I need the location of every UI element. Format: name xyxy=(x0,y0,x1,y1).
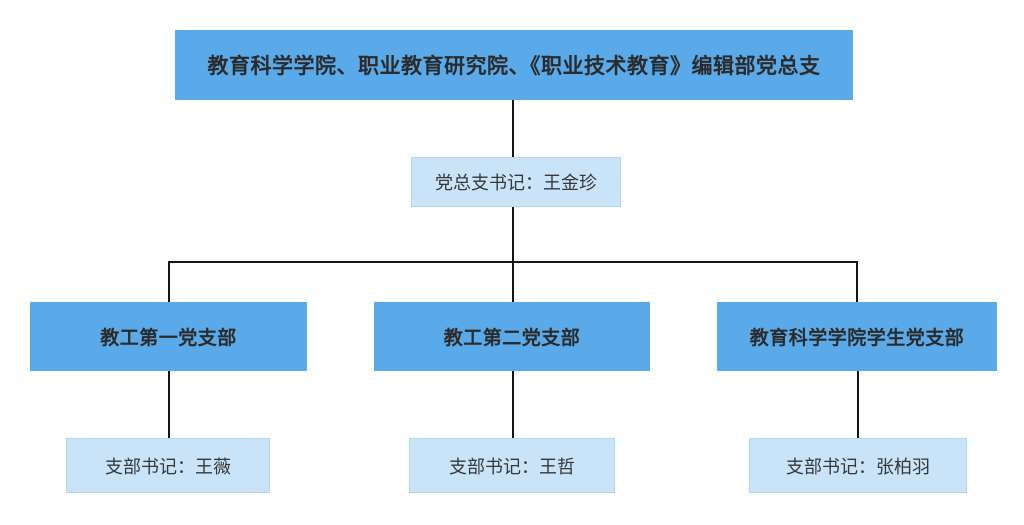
connector-branch-1-to-secretary xyxy=(168,371,170,438)
connector-secretary-to-rail xyxy=(512,207,514,302)
connector-branch-3-to-secretary xyxy=(857,371,859,438)
root-committee-box: 教育科学学院、职业教育研究院、《职业技术教育》编辑部党总支 xyxy=(175,30,853,100)
root-secretary-box: 党总支书记：王金珍 xyxy=(411,157,621,207)
connector-root-to-secretary xyxy=(512,100,514,157)
branch-secretary-box-1: 支部书记：王薇 xyxy=(66,438,270,493)
connector-rail-to-branch-3 xyxy=(856,261,858,302)
branch-box-faculty-first: 教工第一党支部 xyxy=(30,302,307,371)
branch-box-student: 教育科学学院学生党支部 xyxy=(717,302,997,371)
connector-rail-to-branch-1 xyxy=(168,261,170,302)
branch-secretary-box-3: 支部书记：张柏羽 xyxy=(749,438,967,493)
connector-horizontal-rail xyxy=(168,261,858,263)
branch-secretary-box-2: 支部书记：王哲 xyxy=(409,438,615,493)
connector-branch-2-to-secretary xyxy=(512,371,514,438)
branch-box-faculty-second: 教工第二党支部 xyxy=(374,302,650,371)
